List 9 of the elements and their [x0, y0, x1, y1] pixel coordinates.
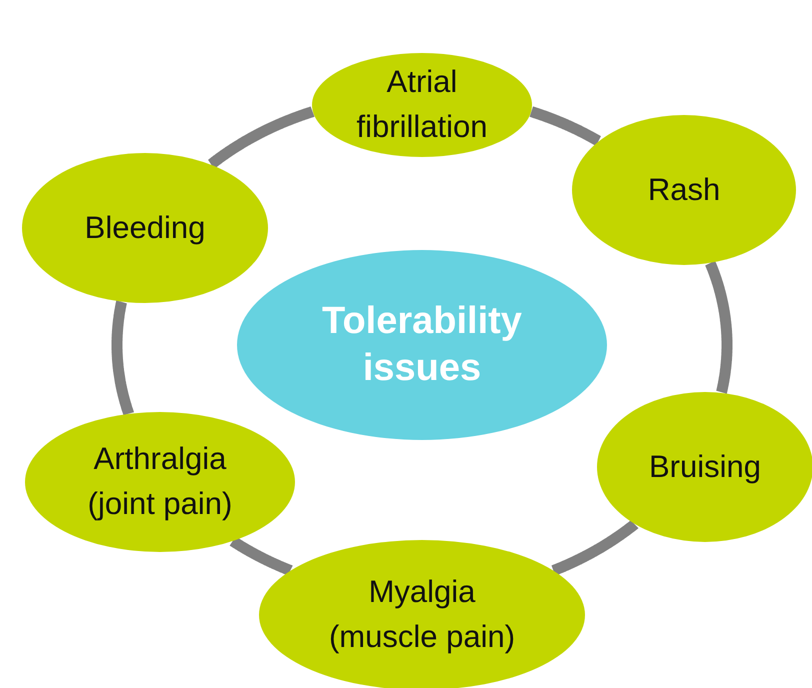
node-label: Rash [648, 170, 720, 209]
connector-line [206, 106, 318, 170]
connector-line [548, 519, 640, 576]
node-label: Myalgia (muscle pain) [328, 573, 516, 656]
node-label: Arthralgia (joint pain) [86, 440, 234, 523]
node-label: Atrial fibrillation [356, 63, 488, 146]
node-label: Bruising [649, 448, 761, 486]
node-label: Bleeding [84, 208, 206, 247]
center-label: Tolerability issues [321, 298, 523, 391]
